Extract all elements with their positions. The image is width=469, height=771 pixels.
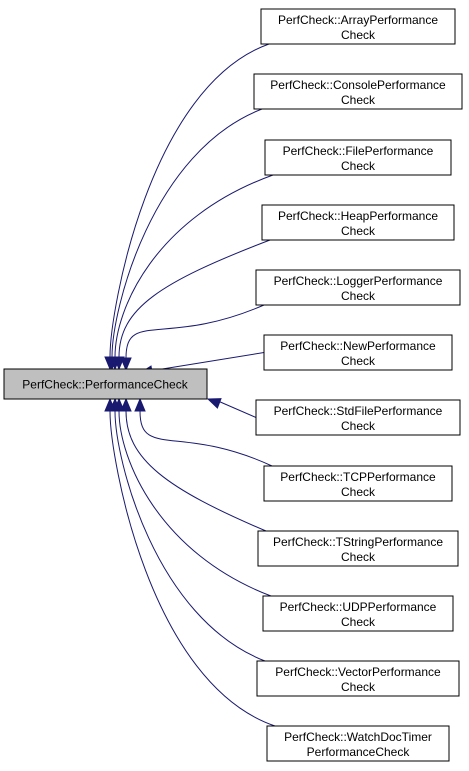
derived-class-label-line2: Check [341, 615, 376, 629]
derived-class-label-line2: PerformanceCheck [307, 745, 411, 759]
derived-class-label-line1: PerfCheck::StdFilePerformance [274, 404, 443, 418]
derived-class-label-line2: Check [341, 354, 376, 368]
derived-class-label-line2: Check [341, 550, 376, 564]
inheritance-edge-logger [125, 304, 265, 359]
derived-class-label-line2: Check [341, 680, 376, 694]
derived-class-label-line1: PerfCheck::ArrayPerformance [278, 13, 438, 27]
inheritance-edge-tstring [125, 410, 267, 532]
class-nodes: PerfCheck::PerformanceCheck PerfCheck::A… [3, 8, 463, 762]
derived-class-label-line1: PerfCheck::HeapPerformance [278, 209, 438, 223]
derived-class-label-line1: PerfCheck::ConsolePerformance [270, 78, 446, 92]
inheritance-edge-new [149, 352, 265, 372]
derived-class-label-line1: PerfCheck::FilePerformance [283, 144, 434, 158]
base-class-node[interactable]: PerfCheck::PerformanceCheck [3, 368, 208, 400]
inheritance-edge-vector [114, 410, 266, 662]
inheritance-edge-heap [118, 239, 271, 358]
arrowhead-stdfile [206, 398, 222, 409]
derived-class-label-line2: Check [341, 485, 376, 499]
inheritance-edges [104, 43, 276, 727]
derived-class-label-line1: PerfCheck::VectorPerformance [275, 665, 441, 679]
inheritance-edge-watchdoc [109, 410, 276, 727]
base-class-label: PerfCheck::PerformanceCheck [22, 378, 188, 392]
inheritance-edge-console [111, 108, 263, 358]
arrowhead-tstring [120, 397, 132, 412]
derived-class-label-line2: Check [341, 289, 376, 303]
derived-class-label-line2: Check [341, 419, 376, 433]
inheritance-edge-stdfile [217, 400, 257, 418]
arrowhead-watchdoc [104, 397, 116, 412]
inheritance-edge-array [109, 43, 270, 358]
derived-class-label-line1: PerfCheck::WatchDocTimer [284, 730, 432, 744]
inheritance-edge-file [114, 174, 274, 358]
derived-class-label-line2: Check [341, 159, 376, 173]
derived-class-label-line2: Check [341, 224, 376, 238]
derived-class-label-line1: PerfCheck::TCPPerformance [280, 470, 436, 484]
derived-class-label-line1: PerfCheck::UDPPerformance [280, 600, 437, 614]
derived-class-label-line2: Check [341, 93, 376, 107]
arrowhead-logger [120, 357, 132, 372]
derived-class-label-line1: PerfCheck::NewPerformance [280, 339, 436, 353]
inheritance-edge-tcp [139, 410, 273, 467]
derived-class-label-line2: Check [341, 28, 376, 42]
inheritance-edge-udp [118, 410, 272, 597]
derived-class-label-line1: PerfCheck::LoggerPerformance [274, 274, 443, 288]
arrowhead-tcp [134, 397, 146, 412]
derived-class-label-line1: PerfCheck::TStringPerformance [273, 535, 443, 549]
